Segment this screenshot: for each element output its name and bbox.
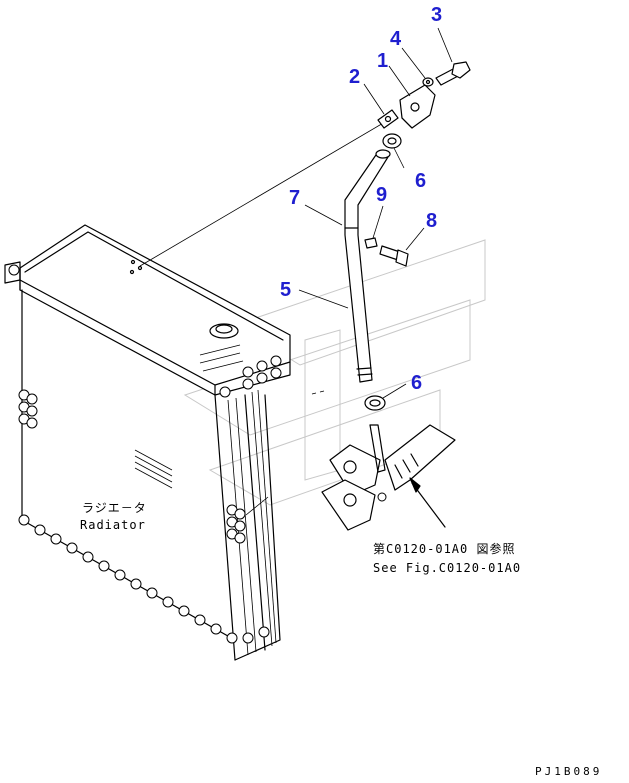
hose-part-5 <box>344 149 391 383</box>
callout-9: 9 <box>376 184 387 206</box>
core-louvers <box>134 344 244 489</box>
right-bracket-bolts <box>226 504 246 544</box>
callout-8: 8 <box>426 210 437 232</box>
bottom-tank-bolts <box>18 514 270 644</box>
filler-neck <box>209 323 239 339</box>
radiator-label-jp: ラジエ－タ <box>82 501 147 515</box>
left-bracket-bolts <box>18 389 38 429</box>
callout-leaders <box>245 27 453 528</box>
callout-1: 1 <box>377 50 388 72</box>
callout-4: 4 <box>390 28 402 50</box>
callout-7: 7 <box>289 187 300 209</box>
clip-part-9 <box>364 237 378 249</box>
top-bracket-bolts <box>8 264 282 398</box>
reference-note-jp: 第C0120-01A0 図参照 <box>373 541 515 556</box>
clamp-part-6-upper <box>382 133 402 149</box>
radiator-label-en: Radiator <box>80 518 146 532</box>
bolt-part-8 <box>379 245 409 267</box>
gasket-part-2 <box>377 109 399 129</box>
callout-6-upper: 6 <box>415 170 426 192</box>
reference-note-en: See Fig.C0120-01A0 <box>373 561 521 575</box>
radiator <box>4 224 291 661</box>
washer-part-4 <box>422 77 434 87</box>
clamp-part-6-lower <box>364 395 386 411</box>
leader-tank <box>139 121 386 267</box>
elbow-part-1 <box>399 84 436 129</box>
callout-3: 3 <box>431 4 442 26</box>
callout-2: 2 <box>349 66 360 88</box>
drawing-code: PJ1B089 <box>535 765 602 778</box>
callout-5: 5 <box>280 279 291 301</box>
bolt-part-3 <box>435 61 471 86</box>
lower-pipe-assembly <box>321 424 456 531</box>
dash-mark <box>311 390 325 395</box>
callout-6-lower: 6 <box>411 372 422 394</box>
